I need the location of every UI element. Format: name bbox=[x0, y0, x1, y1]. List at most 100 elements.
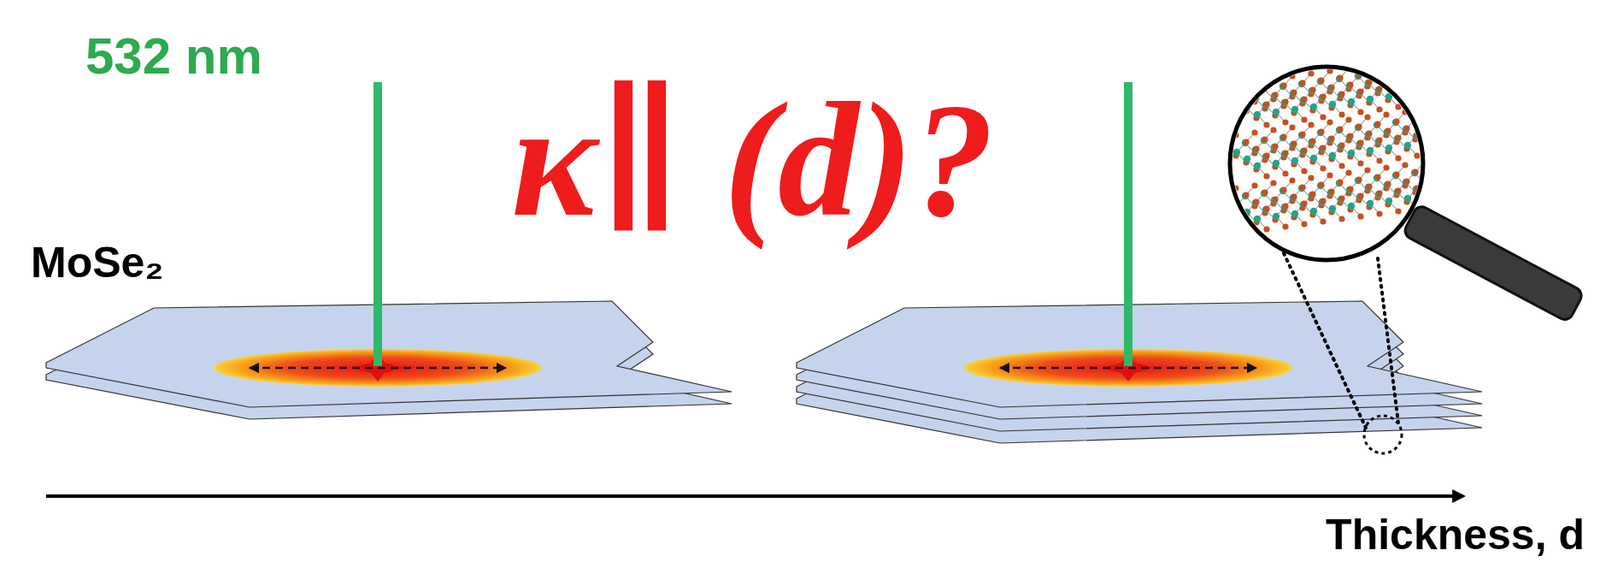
se-atom bbox=[1307, 70, 1314, 77]
se-atom bbox=[1382, 164, 1389, 171]
bond bbox=[1464, 76, 1474, 87]
mo-atom bbox=[1460, 187, 1468, 195]
se-atom bbox=[1449, 130, 1456, 137]
mo-atom bbox=[1429, 62, 1437, 70]
bond bbox=[1464, 86, 1474, 97]
se-atom bbox=[1430, 61, 1437, 68]
magnifier-lens bbox=[1229, 66, 1424, 260]
se-atom bbox=[1384, 127, 1391, 134]
se-atom bbox=[1403, 94, 1410, 100]
mo-atom bbox=[1241, 88, 1249, 95]
bond bbox=[1433, 117, 1443, 128]
se-atom bbox=[1328, 135, 1335, 142]
se-atom bbox=[1300, 200, 1307, 206]
bond bbox=[1397, 76, 1407, 88]
zoom-line bbox=[1283, 252, 1366, 428]
se-atom bbox=[1411, 84, 1418, 91]
zoom-line bbox=[1377, 258, 1399, 423]
se-atom bbox=[1263, 172, 1270, 179]
bond bbox=[1424, 116, 1435, 127]
se-atom bbox=[1270, 126, 1277, 133]
se-atom bbox=[1441, 68, 1448, 75]
mo-atom bbox=[1329, 205, 1336, 212]
bond bbox=[1426, 91, 1436, 102]
heat-flow-arrow bbox=[1000, 366, 1257, 370]
se-atom bbox=[1282, 98, 1289, 105]
mo-atom bbox=[1402, 74, 1410, 82]
se-atom bbox=[1413, 80, 1420, 87]
se-atom bbox=[1470, 93, 1477, 100]
bond bbox=[1407, 83, 1418, 95]
se-atom bbox=[1232, 100, 1239, 107]
se-atom bbox=[1451, 95, 1458, 102]
wavelength-label: 532 nm bbox=[85, 30, 263, 83]
se-atom bbox=[1420, 54, 1427, 61]
bond bbox=[1433, 65, 1443, 77]
bond bbox=[1445, 182, 1455, 194]
se-atom bbox=[1382, 59, 1389, 66]
mo-atom bbox=[1423, 88, 1430, 95]
bond bbox=[1226, 94, 1236, 105]
se-atom bbox=[1347, 185, 1353, 192]
se-atom bbox=[1451, 200, 1458, 206]
se-atom bbox=[1364, 62, 1371, 69]
se-atom bbox=[1319, 164, 1326, 171]
bond bbox=[1414, 58, 1424, 69]
se-atom bbox=[1263, 152, 1270, 159]
bond bbox=[1405, 77, 1416, 89]
se-atom bbox=[1338, 215, 1345, 222]
se-atom bbox=[1441, 119, 1448, 126]
se-atom bbox=[1326, 118, 1333, 125]
se-atom bbox=[1338, 162, 1345, 169]
bond bbox=[1445, 193, 1455, 204]
se-atom bbox=[1394, 134, 1401, 141]
mo-atom bbox=[1404, 90, 1412, 98]
se-atom bbox=[1439, 176, 1446, 183]
mo-atom bbox=[1431, 78, 1439, 86]
bond bbox=[1435, 71, 1445, 83]
mo-atom bbox=[1450, 180, 1458, 188]
se-atom bbox=[1299, 79, 1306, 86]
mo-atom bbox=[1421, 71, 1429, 79]
se-atom bbox=[1451, 126, 1458, 133]
bond bbox=[1435, 176, 1445, 187]
se-atom bbox=[1470, 176, 1477, 183]
bond bbox=[1397, 87, 1407, 98]
bond bbox=[1453, 173, 1464, 184]
bond bbox=[1435, 123, 1445, 134]
bond bbox=[1426, 81, 1436, 92]
mo-atom bbox=[1243, 155, 1251, 163]
mo-atom bbox=[1394, 83, 1401, 91]
mo-atom bbox=[1460, 82, 1468, 90]
se-atom bbox=[1459, 65, 1466, 72]
bond bbox=[1416, 84, 1426, 95]
mo-atom bbox=[1440, 173, 1448, 181]
heat-flow-arrow bbox=[249, 366, 506, 370]
se-atom bbox=[1251, 129, 1258, 136]
se-atom bbox=[1451, 75, 1458, 82]
bond bbox=[1426, 185, 1436, 196]
se-atom bbox=[1374, 173, 1381, 180]
bond bbox=[1424, 169, 1435, 180]
mo-atom bbox=[1383, 76, 1391, 84]
mo-atom bbox=[1223, 90, 1230, 98]
se-atom bbox=[1319, 217, 1326, 224]
se-atom bbox=[1336, 125, 1343, 132]
se-atom bbox=[1319, 93, 1326, 100]
se-atom bbox=[1376, 85, 1383, 92]
se-atom bbox=[1261, 135, 1268, 142]
se-atom bbox=[1338, 111, 1345, 118]
se-atom bbox=[1393, 66, 1400, 73]
mo-atom bbox=[1441, 136, 1449, 144]
bond bbox=[1395, 60, 1406, 71]
se-atom bbox=[1345, 116, 1352, 123]
se-atom bbox=[1345, 169, 1352, 176]
se-atom bbox=[1336, 178, 1343, 185]
se-atom bbox=[1422, 70, 1429, 77]
se-atom bbox=[1470, 197, 1477, 204]
bond bbox=[1395, 70, 1406, 82]
mo-atom bbox=[1310, 103, 1318, 111]
se-atom bbox=[1430, 82, 1437, 89]
se-atom bbox=[1338, 194, 1345, 201]
se-atom bbox=[1364, 166, 1371, 173]
